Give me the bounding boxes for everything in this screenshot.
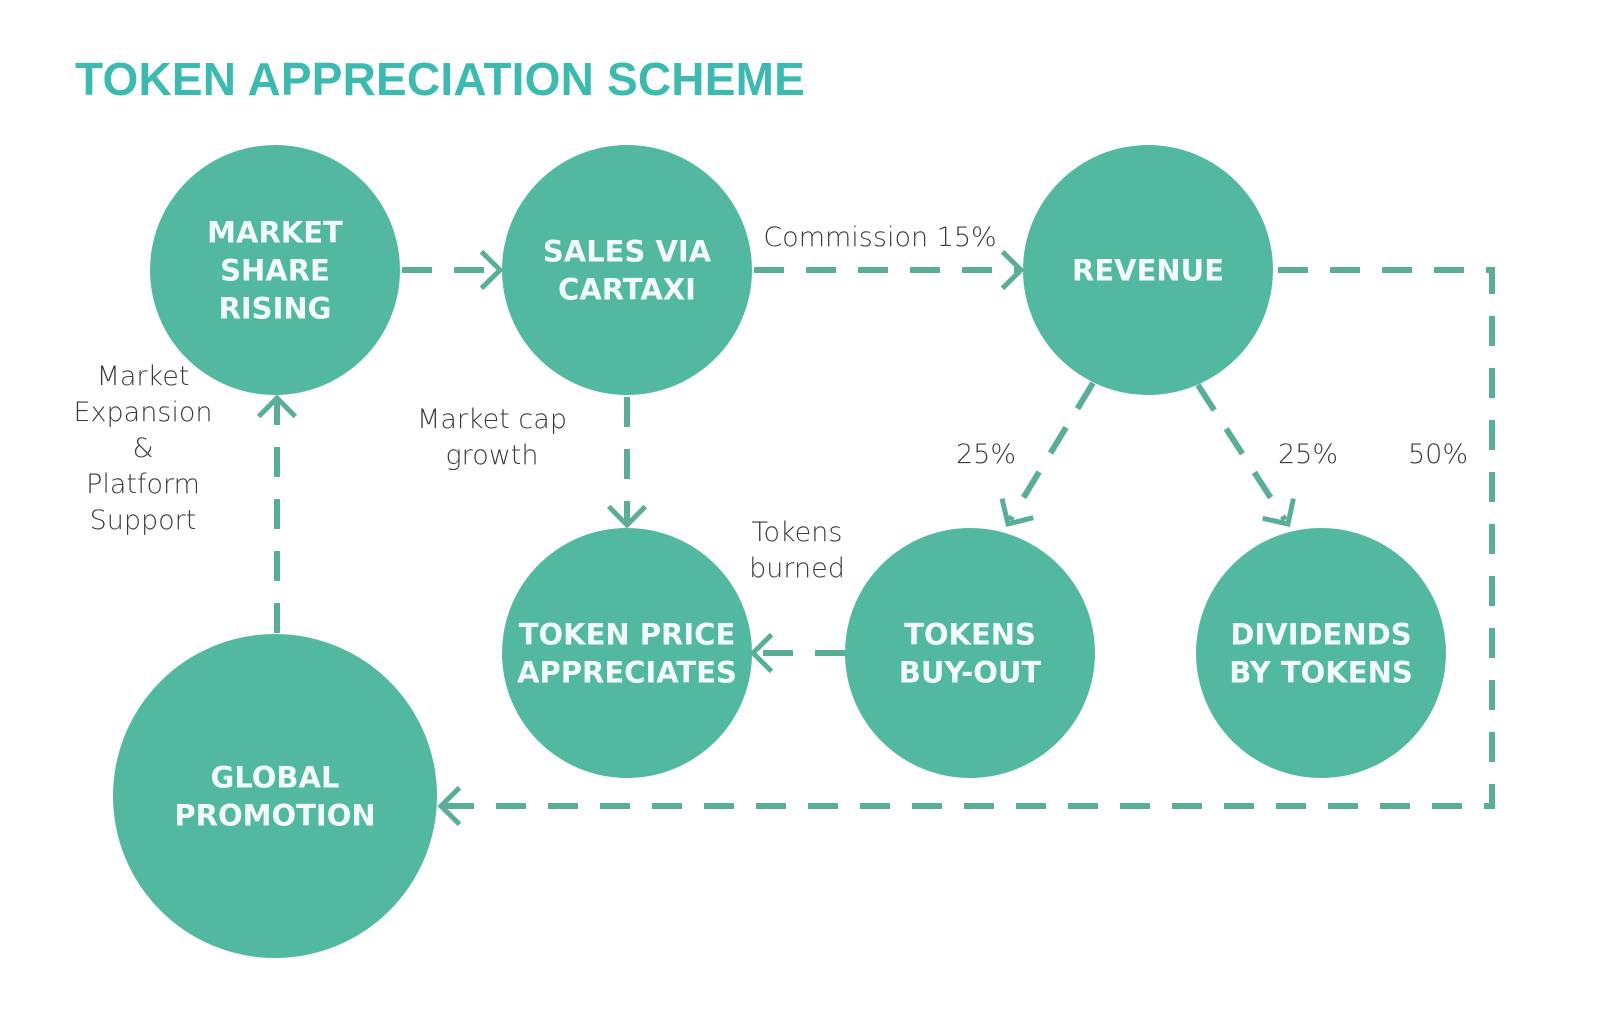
edges-layer bbox=[256, 249, 1495, 827]
node-circle bbox=[113, 634, 437, 958]
node-label: CARTAXI bbox=[558, 272, 696, 306]
node-label: BY TOKENS bbox=[1229, 655, 1413, 689]
arrowhead-icon bbox=[606, 504, 648, 529]
edge-label: Support bbox=[90, 505, 197, 536]
node-circle bbox=[150, 145, 400, 395]
arrowhead-icon bbox=[1000, 249, 1025, 291]
nodes-layer: MARKET SHARE RISING SALES VIA CARTAXI REVENUE… bbox=[113, 145, 1446, 958]
node-buyout: TOKENS BUY-OUT bbox=[845, 528, 1095, 778]
edge-market-share-to-sales bbox=[402, 249, 504, 291]
dashed-connector bbox=[1195, 383, 1288, 522]
arrowhead-icon bbox=[437, 785, 462, 827]
dashed-connector bbox=[1007, 381, 1096, 522]
edge-label: & bbox=[132, 433, 153, 464]
edge-global-promotion-to-market-share bbox=[256, 394, 298, 633]
labels-layer: Commission 15% Market cap growth 25% 25% 50% T… bbox=[73, 222, 1468, 584]
node-circle bbox=[502, 145, 752, 395]
edge-label: Expansion bbox=[73, 397, 212, 428]
edge-label: Market bbox=[97, 361, 190, 392]
edge-label: growth bbox=[445, 440, 538, 471]
node-label: REVENUE bbox=[1072, 253, 1224, 287]
node-label: PROMOTION bbox=[174, 798, 375, 832]
node-label: DIVIDENDS bbox=[1230, 617, 1411, 651]
arrowhead-icon bbox=[479, 249, 504, 291]
edge-revenue-to-buyout bbox=[999, 381, 1096, 528]
edge-label: Market cap bbox=[417, 404, 567, 435]
node-circle bbox=[1196, 528, 1446, 778]
arrowhead-icon bbox=[1262, 498, 1296, 527]
node-label: SHARE bbox=[220, 253, 330, 287]
edge-sales-to-token-price bbox=[606, 397, 648, 529]
node-label: TOKENS bbox=[904, 617, 1036, 651]
arrowhead-icon bbox=[999, 498, 1034, 528]
node-label: TOKEN PRICE bbox=[519, 617, 736, 651]
node-circle bbox=[845, 528, 1095, 778]
edge-buyout-to-token-price bbox=[749, 632, 845, 674]
edge-label: burned bbox=[749, 553, 845, 584]
node-token-price: TOKEN PRICE APPRECIATES bbox=[502, 528, 752, 778]
node-label: APPRECIATES bbox=[517, 655, 737, 689]
edge-label: 25% bbox=[956, 439, 1016, 470]
node-circle bbox=[502, 528, 752, 778]
edge-sales-to-revenue bbox=[754, 249, 1025, 291]
arrowhead-icon bbox=[256, 394, 298, 419]
edge-label: 50% bbox=[1408, 439, 1468, 470]
node-global-promotion: GLOBAL PROMOTION bbox=[113, 634, 437, 958]
edge-label: Commission 15% bbox=[763, 222, 996, 253]
edge-label: Platform bbox=[86, 469, 200, 500]
arrowhead-icon bbox=[749, 632, 774, 674]
node-sales: SALES VIA CARTAXI bbox=[502, 145, 752, 395]
node-label: BUY-OUT bbox=[899, 655, 1042, 689]
edge-revenue-to-global-promotion bbox=[437, 267, 1495, 827]
node-label: MARKET bbox=[207, 215, 343, 249]
node-circle bbox=[1023, 145, 1273, 395]
edge-revenue-to-dividends bbox=[1195, 383, 1296, 527]
node-dividends: DIVIDENDS BY TOKENS bbox=[1196, 528, 1446, 778]
edge-label: 25% bbox=[1278, 439, 1338, 470]
edge-label: Tokens bbox=[752, 517, 843, 548]
node-label: GLOBAL bbox=[211, 760, 340, 794]
node-market-share: MARKET SHARE RISING bbox=[150, 145, 400, 395]
diagram-title: TOKEN APPRECIATION SCHEME bbox=[75, 53, 805, 105]
node-revenue: REVENUE bbox=[1023, 145, 1273, 395]
node-label: RISING bbox=[219, 291, 332, 325]
node-label: SALES VIA bbox=[543, 234, 712, 268]
dashed-connector bbox=[442, 267, 1495, 809]
